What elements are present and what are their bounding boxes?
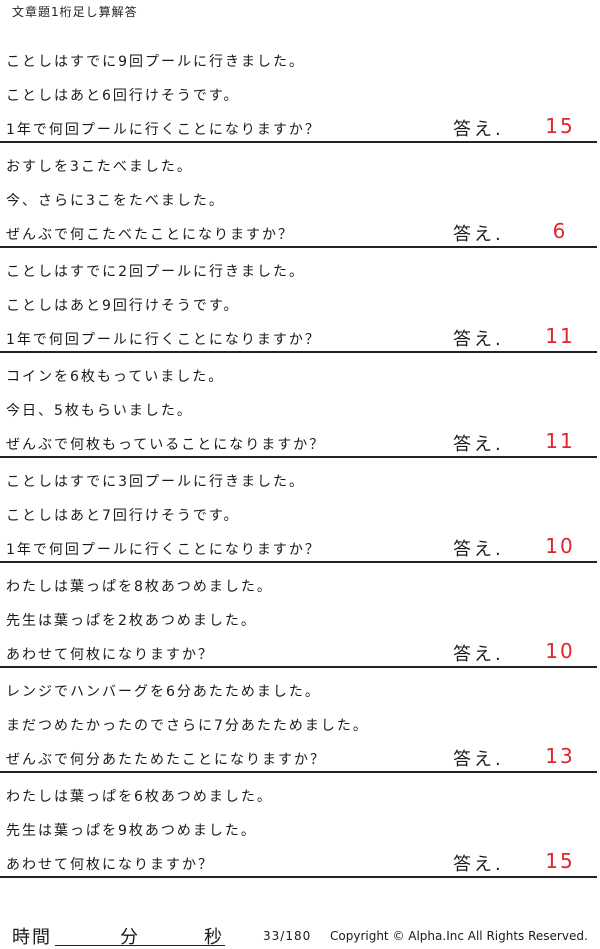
answer-value: 10 <box>545 639 575 663</box>
answer-value: 15 <box>545 114 575 138</box>
divider-rule <box>0 351 597 353</box>
problem-line-1: わたしは葉っぱを8枚あつめました。 <box>6 579 273 595</box>
footer: 時間 分 秒 33/180 Copyright © Alpha.Inc All … <box>0 915 600 949</box>
problem-4: コインを6枚もっていました。 今日、5枚もらいました。 ぜんぶで何枚もっているこ… <box>0 354 600 459</box>
time-blank-line <box>55 945 225 946</box>
answer-value: 10 <box>545 534 575 558</box>
problem-line-1: コインを6枚もっていました。 <box>6 369 225 385</box>
problem-3: ことしはすでに2回プールに行きました。 ことしはあと9回行けそうです。 1年で何… <box>0 249 600 354</box>
minutes-label: 分 <box>120 927 138 948</box>
problem-question: 1年で何回プールに行くことになりますか？ <box>6 542 321 558</box>
problem-question: ぜんぶで何こたべたことになりますか？ <box>6 227 294 243</box>
problem-line-2: 先生は葉っぱを2枚あつめました。 <box>6 613 257 629</box>
page-number: 33/180 <box>263 929 312 943</box>
problem-5: ことしはすでに3回プールに行きました。 ことしはあと7回行けそうです。 1年で何… <box>0 459 600 564</box>
divider-rule <box>0 771 597 773</box>
answer-label: 答え. <box>453 329 504 350</box>
divider-rule <box>0 666 597 668</box>
problem-question: ぜんぶで何分あたためたことになりますか？ <box>6 752 326 768</box>
answer-value: 11 <box>545 429 575 453</box>
answer-label: 答え. <box>453 434 504 455</box>
time-label: 時間 <box>12 927 52 948</box>
divider-rule <box>0 876 597 878</box>
answer-value: 15 <box>545 849 575 873</box>
problem-line-1: おすしを3こたべました。 <box>6 159 193 175</box>
problem-line-1: わたしは葉っぱを6枚あつめました。 <box>6 789 273 805</box>
problem-line-1: ことしはすでに9回プールに行きました。 <box>6 54 306 70</box>
problem-line-2: 今日、5枚もらいました。 <box>6 403 193 419</box>
problem-line-1: ことしはすでに3回プールに行きました。 <box>6 474 306 490</box>
divider-rule <box>0 456 597 458</box>
problem-6: わたしは葉っぱを8枚あつめました。 先生は葉っぱを2枚あつめました。 あわせて何… <box>0 564 600 669</box>
answer-label: 答え. <box>453 644 504 665</box>
problem-list: ことしはすでに9回プールに行きました。 ことしはあと6回行けそうです。 1年で何… <box>0 39 600 879</box>
seconds-label: 秒 <box>204 927 222 948</box>
problem-1: ことしはすでに9回プールに行きました。 ことしはあと6回行けそうです。 1年で何… <box>0 39 600 144</box>
answer-value: 6 <box>552 219 568 243</box>
problem-question: 1年で何回プールに行くことになりますか？ <box>6 332 321 348</box>
problem-line-2: 今、さらに3こをたべました。 <box>6 193 225 209</box>
answer-label: 答え. <box>453 119 504 140</box>
answer-label: 答え. <box>453 224 504 245</box>
problem-line-2: ことしはあと7回行けそうです。 <box>6 508 240 524</box>
problem-2: おすしを3こたべました。 今、さらに3こをたべました。 ぜんぶで何こたべたことに… <box>0 144 600 249</box>
problem-line-1: ことしはすでに2回プールに行きました。 <box>6 264 306 280</box>
problem-line-1: レンジでハンバーグを6分あたためました。 <box>6 684 321 700</box>
problem-line-2: ことしはあと6回行けそうです。 <box>6 88 240 104</box>
answer-label: 答え. <box>453 854 504 875</box>
page-title: 文章題1桁足し算解答 <box>12 5 138 19</box>
answer-label: 答え. <box>453 749 504 770</box>
problem-question: あわせて何枚になりますか？ <box>6 857 214 873</box>
divider-rule <box>0 561 597 563</box>
answer-value: 13 <box>545 744 575 768</box>
problem-question: 1年で何回プールに行くことになりますか？ <box>6 122 321 138</box>
copyright: Copyright © Alpha.Inc All Rights Reserve… <box>330 929 588 943</box>
problem-question: ぜんぶで何枚もっていることになりますか？ <box>6 437 326 453</box>
problem-line-2: まだつめたかったのでさらに7分あたためました。 <box>6 718 369 734</box>
problem-line-2: 先生は葉っぱを9枚あつめました。 <box>6 823 257 839</box>
problem-question: あわせて何枚になりますか？ <box>6 647 214 663</box>
problem-7: レンジでハンバーグを6分あたためました。 まだつめたかったのでさらに7分あたため… <box>0 669 600 774</box>
divider-rule <box>0 141 597 143</box>
answer-label: 答え. <box>453 539 504 560</box>
answer-value: 11 <box>545 324 575 348</box>
divider-rule <box>0 246 597 248</box>
problem-8: わたしは葉っぱを6枚あつめました。 先生は葉っぱを9枚あつめました。 あわせて何… <box>0 774 600 879</box>
problem-line-2: ことしはあと9回行けそうです。 <box>6 298 240 314</box>
